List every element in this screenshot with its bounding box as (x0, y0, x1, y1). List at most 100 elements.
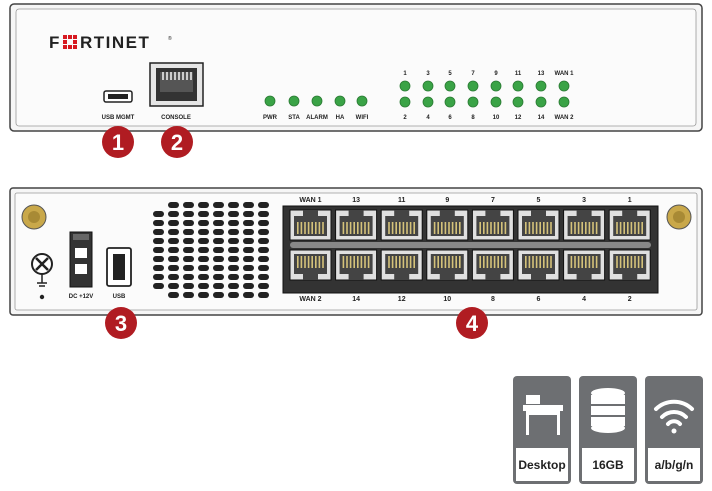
tile-label-wifi: a/b/g/n (655, 458, 694, 472)
vent-slot (243, 292, 254, 298)
console-label: CONSOLE (161, 115, 191, 121)
callout-4: 4 (456, 307, 488, 339)
port-led (535, 80, 547, 92)
dc-power-connector (69, 231, 93, 288)
vent-slot (228, 220, 239, 226)
vent-slot (183, 292, 194, 298)
port-led-label-top: 13 (538, 71, 545, 77)
port-led (512, 96, 524, 108)
callout-2: 2 (161, 126, 193, 158)
status-led-sta (288, 95, 300, 107)
usb-mgmt-label: USB MGMT (102, 115, 135, 121)
console-port (149, 62, 204, 107)
vent-slot (213, 238, 224, 244)
feature-tile-desktop: Desktop (513, 376, 571, 484)
svg-text:F: F (49, 33, 61, 52)
vent-slot (243, 220, 254, 226)
vent-slot (228, 247, 239, 253)
svg-text:4: 4 (466, 311, 479, 336)
port-label: 1 (628, 197, 632, 204)
vent-slot (153, 211, 164, 217)
port-led-label-bottom: 8 (471, 115, 475, 121)
vent-slot (168, 247, 179, 253)
vent-slot (198, 292, 209, 298)
port-led (422, 96, 434, 108)
vent-slot (258, 202, 269, 208)
port-led (467, 96, 479, 108)
vent-slot (183, 229, 194, 235)
vent-slot (153, 220, 164, 226)
left-screw-icon (21, 204, 47, 230)
vent-slot (168, 265, 179, 271)
svg-text:2: 2 (171, 130, 183, 155)
vent-slot (258, 238, 269, 244)
status-led-pwr (264, 95, 276, 107)
svg-text:®: ® (168, 35, 172, 42)
port-led (558, 96, 570, 108)
dc-power-label: DC +12V (69, 294, 94, 300)
vent-slot (228, 211, 239, 217)
vent-slot (183, 283, 194, 289)
vent-slot (198, 283, 209, 289)
port-led-label-bottom: 4 (426, 115, 430, 121)
status-led-label: HA (336, 115, 345, 121)
feature-tile-wifi: a/b/g/n (645, 376, 703, 484)
callout-1: 1 (102, 126, 134, 158)
fortinet-logo: F RTINET ® (49, 33, 172, 52)
vent-slot (168, 238, 179, 244)
vent-slot (228, 292, 239, 298)
vent-slot (198, 238, 209, 244)
vent-slot (243, 283, 254, 289)
port-led (490, 96, 502, 108)
port-label: 12 (398, 296, 406, 303)
vent-slot (198, 256, 209, 262)
port-led-label-top: WAN 1 (554, 71, 574, 77)
vent-slot (243, 229, 254, 235)
vent-slot (213, 274, 224, 280)
vent-slot (228, 283, 239, 289)
port-led-label-bottom: 12 (515, 115, 522, 121)
vent-slot (168, 292, 179, 298)
vent-slot (153, 238, 164, 244)
vent-slot (198, 220, 209, 226)
vent-slot (258, 247, 269, 253)
vent-slot (258, 220, 269, 226)
vent-slot (198, 211, 209, 217)
port-label: 5 (537, 197, 541, 204)
vent-slot (183, 265, 194, 271)
vent-slot (258, 256, 269, 262)
status-led-label: STA (288, 115, 300, 121)
status-led-label: PWR (263, 115, 278, 121)
svg-text:1: 1 (112, 130, 124, 155)
vent-slot (228, 256, 239, 262)
port-led-label-top: 1 (403, 71, 407, 77)
vent-slot (243, 211, 254, 217)
vent-slot (213, 256, 224, 262)
port-led (399, 80, 411, 92)
port-label: 9 (445, 197, 449, 204)
svg-text:RTINET: RTINET (80, 33, 150, 52)
vent-slot (168, 256, 179, 262)
port-led-label-top: 9 (494, 71, 498, 77)
vent-slot (198, 229, 209, 235)
port-led-label-bottom: 10 (493, 115, 500, 121)
port-label: 7 (491, 197, 495, 204)
vent-slot (213, 211, 224, 217)
vent-slot (183, 247, 194, 253)
port-led-label-top: 5 (448, 71, 452, 77)
port-label: 2 (628, 296, 632, 303)
usb-port (106, 247, 132, 287)
vent-slot (168, 274, 179, 280)
tile-label-storage: 16GB (592, 458, 624, 472)
port-label: 3 (582, 197, 586, 204)
port-label: 14 (352, 296, 360, 303)
vent-slot (153, 247, 164, 253)
vent-slot (243, 202, 254, 208)
vent-slot (243, 274, 254, 280)
vent-slot (213, 283, 224, 289)
vent-slot (243, 256, 254, 262)
vent-slot (168, 211, 179, 217)
feature-tiles: Desktop 16GB a/b/g/n (513, 376, 703, 484)
port-led-label-top: 11 (515, 71, 522, 77)
